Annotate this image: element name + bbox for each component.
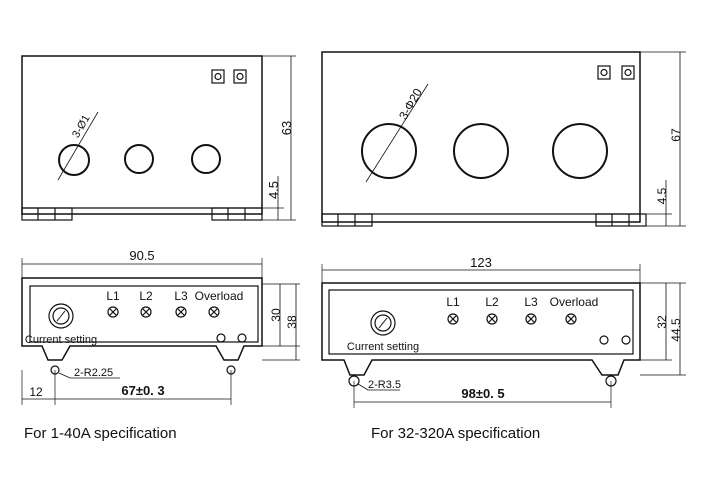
right-base-label: 4.5 bbox=[655, 187, 669, 204]
left-led-l3 bbox=[175, 306, 187, 318]
right-terminal-1 bbox=[597, 65, 611, 80]
left-terminal-2 bbox=[233, 69, 247, 84]
left-top-body bbox=[21, 55, 263, 215]
left-terminal-1 bbox=[211, 69, 225, 84]
left-front-view bbox=[21, 258, 300, 405]
right-outer-height-label: 44.5 bbox=[669, 318, 683, 342]
right-foot-right bbox=[595, 213, 647, 227]
left-led-l2 bbox=[140, 306, 152, 318]
left-caption: For 1-40A specification bbox=[24, 425, 177, 442]
left-inner-height-label: 30 bbox=[269, 308, 283, 322]
right-knob bbox=[370, 310, 396, 336]
right-top-view bbox=[321, 51, 686, 227]
left-outer-height-label: 38 bbox=[285, 315, 299, 329]
left-pitch-label: 67±0. 3 bbox=[121, 383, 164, 398]
right-holes-label: 3-Φ20 bbox=[396, 86, 425, 122]
right-front-panel bbox=[328, 289, 634, 355]
right-width-label: 123 bbox=[470, 255, 492, 270]
left-led-l1-label: L1 bbox=[106, 289, 120, 303]
right-led-l3 bbox=[525, 313, 537, 325]
left-height-label: 63 bbox=[279, 121, 294, 135]
right-inner-height-label: 32 bbox=[655, 315, 669, 329]
right-led-overload-label: Overload bbox=[550, 295, 599, 309]
left-led-overload bbox=[208, 306, 220, 318]
right-led-l1 bbox=[447, 313, 459, 325]
left-base-label: 4.5 bbox=[266, 181, 281, 199]
left-knob bbox=[48, 303, 74, 329]
left-led-overload-label: Overload bbox=[195, 289, 244, 303]
left-front-panel bbox=[29, 285, 259, 343]
right-height-label: 67 bbox=[669, 128, 683, 142]
right-led-l2-label: L2 bbox=[485, 295, 499, 309]
right-hole-2 bbox=[453, 123, 509, 179]
left-foot-right bbox=[211, 207, 263, 221]
right-hole-1 bbox=[361, 123, 417, 179]
right-hole-3 bbox=[552, 123, 608, 179]
left-foot-left bbox=[21, 207, 73, 221]
right-caption: For 32-320A specification bbox=[371, 425, 541, 442]
left-hole-1 bbox=[58, 144, 90, 176]
right-top-body bbox=[321, 51, 641, 223]
right-foot-left bbox=[321, 213, 373, 227]
left-edge-label: 12 bbox=[29, 385, 43, 399]
left-knob-label: Current setting bbox=[25, 334, 97, 346]
left-led-l1 bbox=[107, 306, 119, 318]
left-hole-3 bbox=[191, 144, 221, 174]
right-led-l2 bbox=[486, 313, 498, 325]
right-led-l3-label: L3 bbox=[524, 295, 538, 309]
left-width-label: 90.5 bbox=[129, 248, 154, 263]
left-hole-2 bbox=[124, 144, 154, 174]
right-led-overload bbox=[565, 313, 577, 325]
left-radius-label: 2-R2.25 bbox=[74, 367, 113, 379]
right-knob-label: Current setting bbox=[347, 341, 419, 353]
right-radius-label: 2-R3.5 bbox=[368, 379, 401, 391]
right-terminal-2 bbox=[621, 65, 635, 80]
left-top-view bbox=[21, 55, 296, 221]
right-pitch-label: 98±0. 5 bbox=[461, 386, 504, 401]
right-led-l1-label: L1 bbox=[446, 295, 460, 309]
right-front-view bbox=[321, 264, 686, 408]
left-led-l3-label: L3 bbox=[174, 289, 188, 303]
left-led-l2-label: L2 bbox=[139, 289, 153, 303]
